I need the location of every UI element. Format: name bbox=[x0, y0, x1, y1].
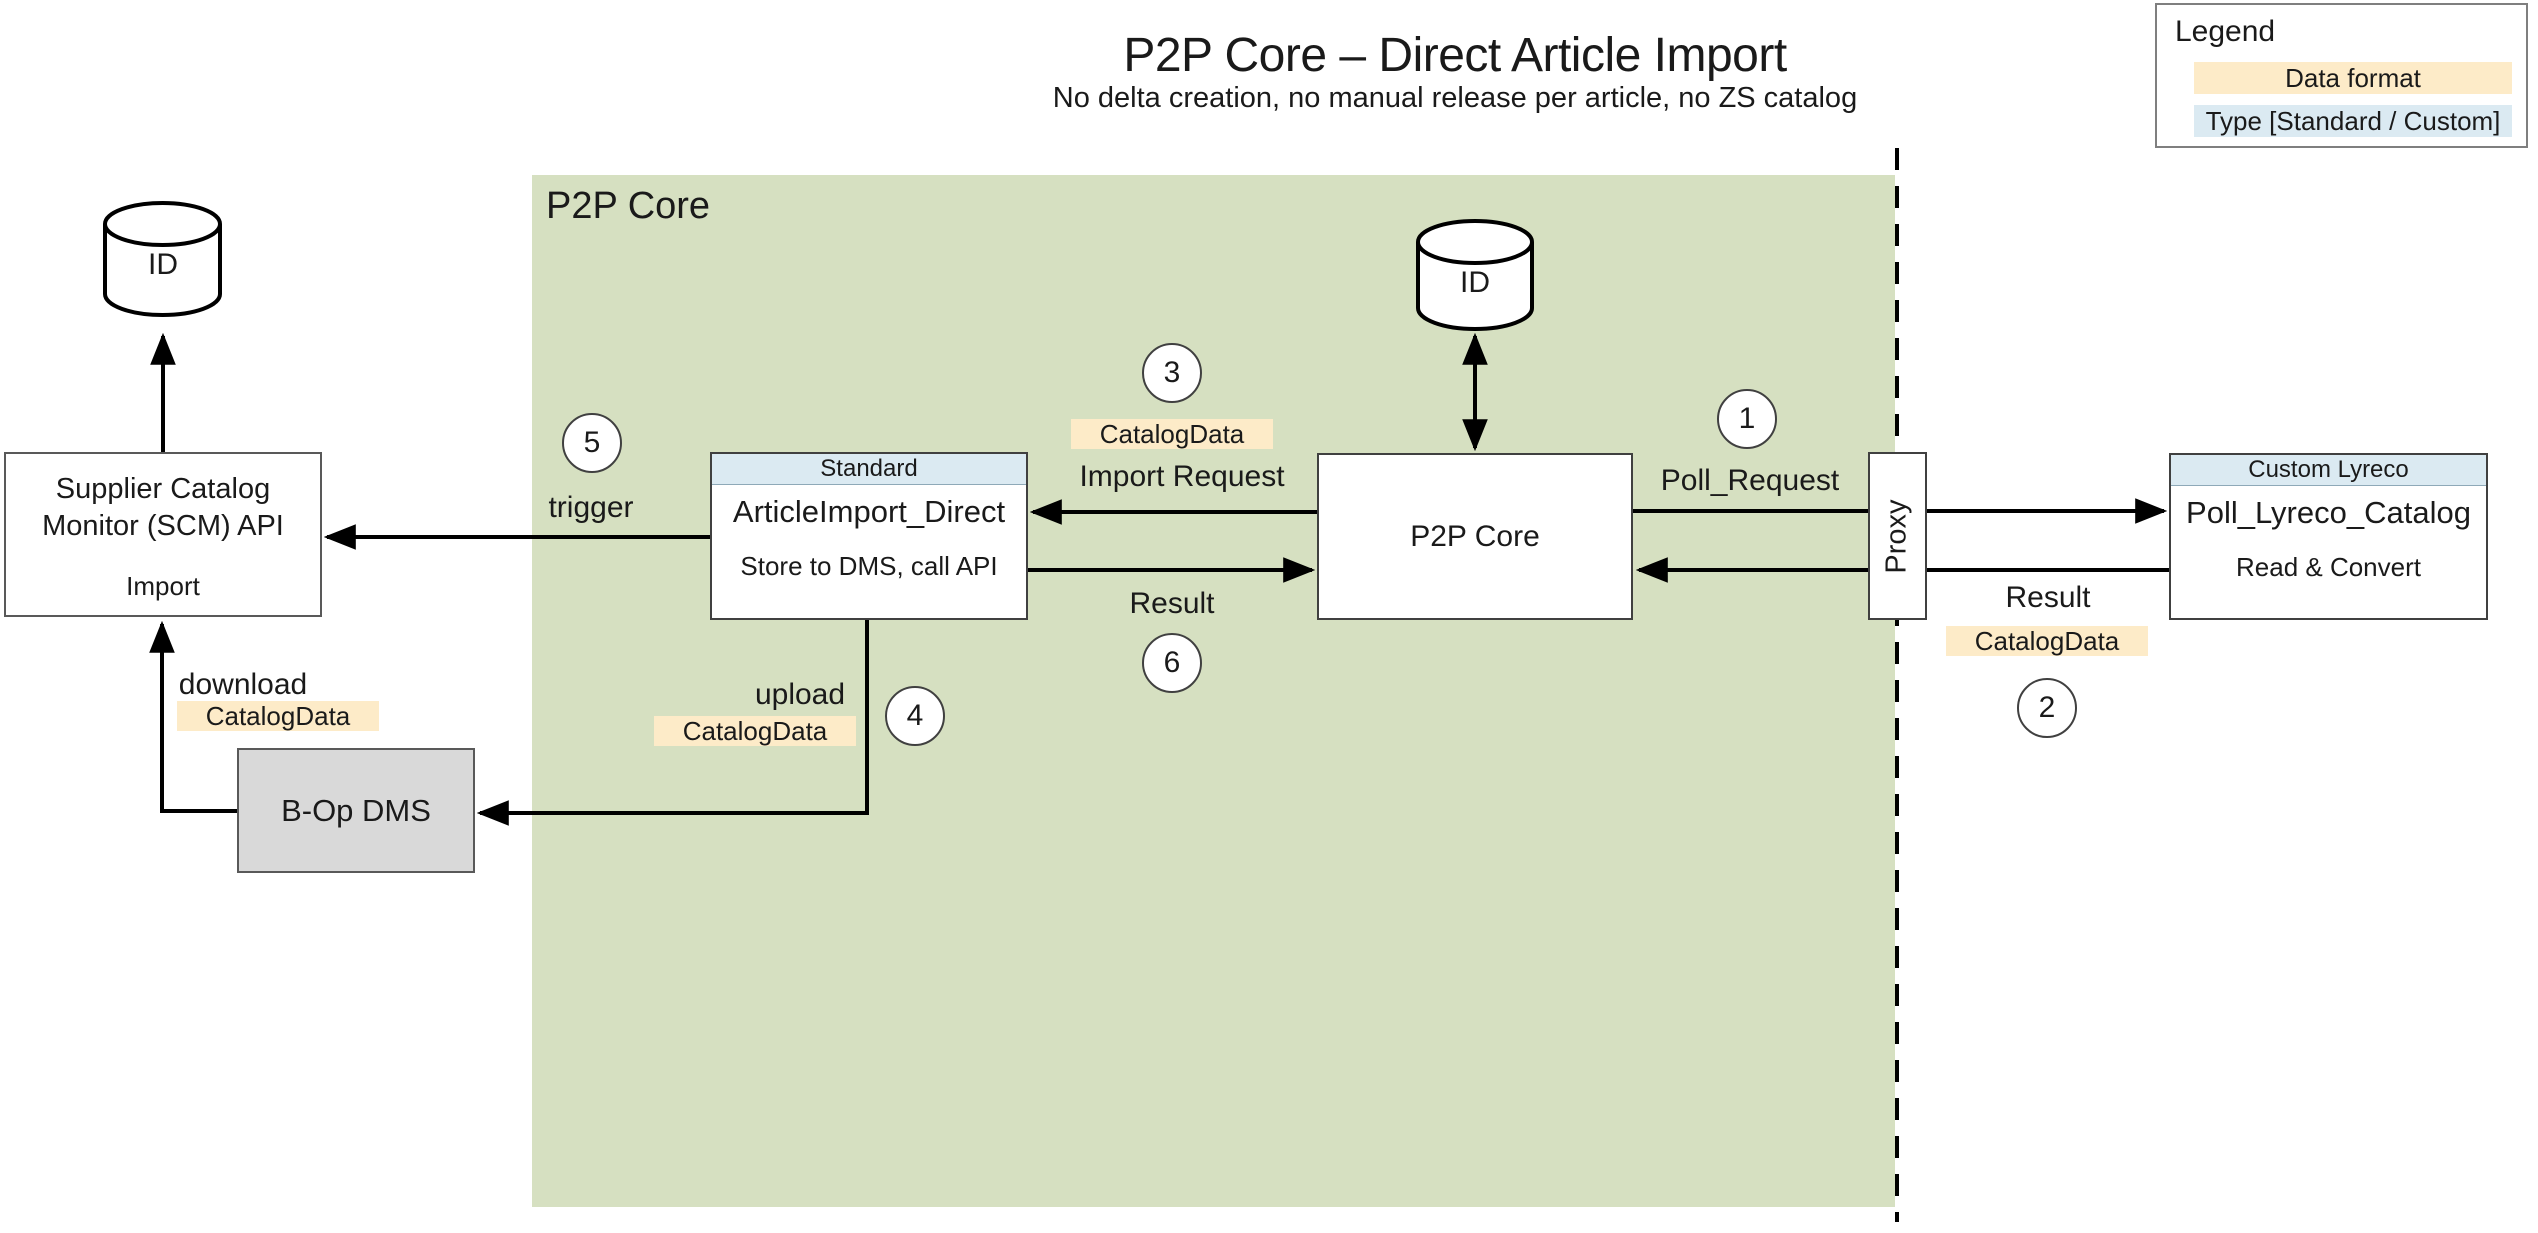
step-circle-4: 4 bbox=[885, 686, 945, 746]
step-circle-3: 3 bbox=[1142, 343, 1202, 403]
scm-subtitle: Import bbox=[126, 571, 200, 601]
arrow-upload-to-dms bbox=[476, 620, 869, 826]
page-title: P2P Core – Direct Article Import bbox=[1123, 29, 1787, 82]
badge-catalogdata-result: CatalogData bbox=[1946, 626, 2148, 656]
scm-title-line2: Monitor (SCM) API bbox=[42, 510, 284, 542]
badge-catalogdata-import: CatalogData bbox=[1071, 419, 1273, 449]
label-result-mid: Result bbox=[1129, 587, 1215, 620]
label-poll-request: Poll_Request bbox=[1660, 464, 1840, 497]
legend-type: Type [Standard / Custom] bbox=[2194, 105, 2512, 137]
label-import-request: Import Request bbox=[1079, 460, 1285, 493]
p2p-core-region: P2P Core bbox=[532, 175, 1895, 1207]
label-upload: upload bbox=[754, 678, 846, 711]
legend-box: Legend Data format Type [Standard / Cust… bbox=[2155, 3, 2528, 148]
node-p2p-core: P2P Core bbox=[1317, 453, 1633, 620]
step-circle-6: 6 bbox=[1142, 633, 1202, 693]
bop-dms-label: B-Op DMS bbox=[281, 792, 431, 828]
badge-catalogdata-download: CatalogData bbox=[177, 701, 379, 731]
article-import-subtitle: Store to DMS, call API bbox=[740, 551, 998, 581]
core-db-label: ID bbox=[1460, 266, 1490, 299]
node-bop-dms: B-Op DMS bbox=[237, 748, 475, 873]
label-download: download bbox=[178, 668, 308, 701]
node-scm-api: Supplier Catalog Monitor (SCM) API Impor… bbox=[4, 452, 322, 617]
poll-lyreco-type-badge: Custom Lyreco bbox=[2171, 455, 2486, 486]
article-import-type-badge: Standard bbox=[712, 454, 1026, 485]
step-circle-2: 2 bbox=[2017, 678, 2077, 738]
p2p-core-title: P2P Core bbox=[1410, 519, 1540, 553]
core-database-cylinder bbox=[1416, 219, 1534, 331]
badge-catalogdata-upload: CatalogData bbox=[654, 716, 856, 746]
legend-heading: Legend bbox=[2175, 15, 2276, 48]
step-circle-5: 5 bbox=[562, 413, 622, 473]
article-import-title: ArticleImport_Direct bbox=[732, 494, 1006, 529]
page-subtitle: No delta creation, no manual release per… bbox=[1052, 82, 1858, 114]
scm-database-cylinder bbox=[103, 201, 222, 317]
proxy-label: Proxy bbox=[1881, 498, 1914, 574]
node-poll-lyreco: Custom Lyreco Poll_Lyreco_Catalog Read &… bbox=[2169, 453, 2488, 620]
legend-data-format: Data format bbox=[2194, 62, 2512, 94]
scm-db-label: ID bbox=[148, 248, 178, 281]
node-article-import: Standard ArticleImport_Direct Store to D… bbox=[710, 452, 1028, 620]
step-circle-1: 1 bbox=[1717, 389, 1777, 449]
poll-lyreco-title: Poll_Lyreco_Catalog bbox=[2186, 495, 2471, 530]
scm-title-line1: Supplier Catalog bbox=[55, 473, 271, 505]
p2p-core-region-label: P2P Core bbox=[546, 185, 711, 227]
label-trigger: trigger bbox=[548, 491, 634, 524]
arrow-download-to-scm bbox=[149, 620, 237, 813]
poll-lyreco-subtitle: Read & Convert bbox=[2236, 552, 2421, 582]
node-proxy: Proxy bbox=[1868, 452, 1927, 620]
label-result-right: Result bbox=[2005, 581, 2091, 614]
